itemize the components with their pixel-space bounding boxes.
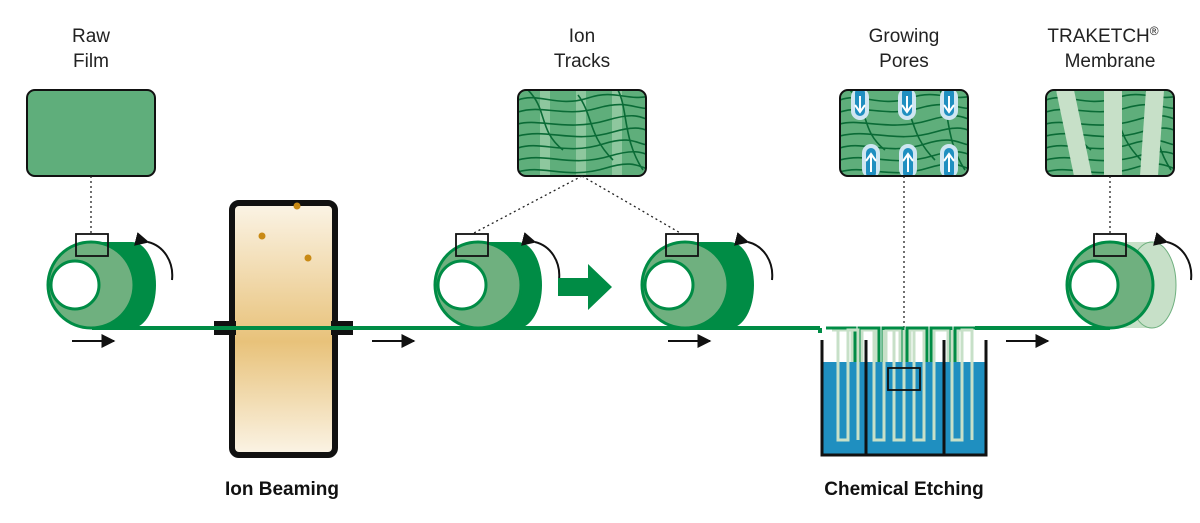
- chemical-etching-label: Chemical Etching: [824, 479, 983, 500]
- leader-lines: [90, 175, 1111, 366]
- transfer-arrow-icon: [558, 264, 612, 310]
- rotation-arrow-icon: [734, 232, 774, 281]
- unwinding-roll: [640, 233, 754, 330]
- raw-film-texture-panel: [26, 89, 156, 177]
- pore-top-3: [940, 90, 958, 120]
- ion-beaming-chamber: [214, 200, 353, 458]
- pore-bottom-3: [940, 144, 958, 176]
- raw-film-label-1: Raw: [72, 26, 110, 47]
- registered-mark: ®: [1150, 24, 1159, 38]
- membrane-roll: [1065, 233, 1177, 330]
- growing-pores-texture-panel: [839, 89, 969, 177]
- traketch-label-2: Membrane: [1065, 51, 1156, 72]
- membrane-texture-panel: [1045, 89, 1175, 177]
- rotation-arrow-icon: [521, 232, 561, 281]
- rotation-arrow-icon: [1153, 232, 1193, 281]
- pore-bottom-1: [862, 144, 880, 176]
- pore-top-2: [898, 90, 916, 120]
- raw-film-roll: [46, 233, 156, 330]
- ion-particle: [258, 232, 266, 240]
- growing-pores-label-1: Growing: [869, 26, 940, 47]
- ion-particle: [293, 202, 301, 210]
- ion-tracks-roll: [433, 233, 542, 330]
- pore-bottom-2: [899, 144, 917, 176]
- ion-tracks-label-1: Ion: [569, 26, 595, 47]
- ion-tracks-texture-panel: [517, 89, 647, 177]
- ion-tracks-label-2: Tracks: [554, 51, 610, 72]
- ion-beaming-label: Ion Beaming: [225, 479, 339, 500]
- rotation-arrow-icon: [134, 232, 174, 281]
- pore-top-1: [851, 90, 869, 120]
- chemical-etching-bath: [820, 328, 988, 457]
- traketch-label-1: TRAKETCH®: [1047, 24, 1158, 47]
- raw-film-label-2: Film: [73, 51, 109, 72]
- traketch-name: TRAKETCH: [1047, 26, 1149, 47]
- growing-pores-label-2: Pores: [879, 51, 929, 72]
- ion-particle: [304, 254, 312, 262]
